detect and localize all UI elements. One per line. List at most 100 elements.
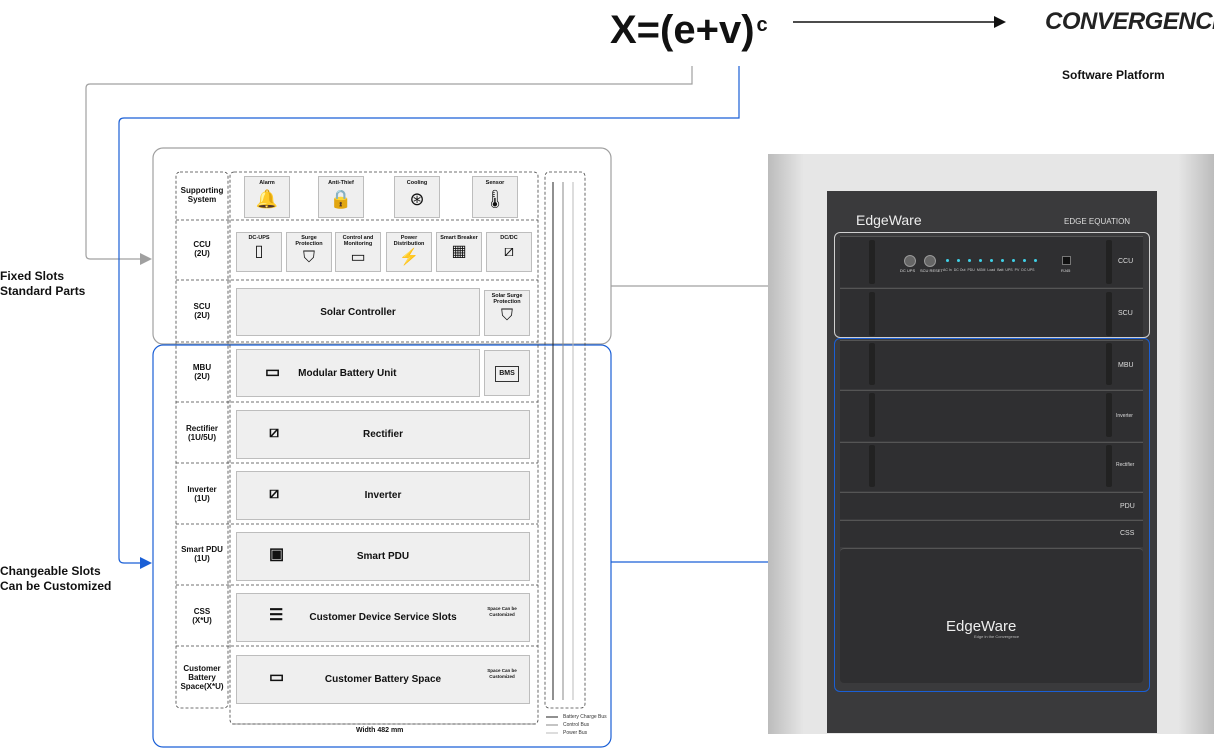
rectifier-label: Rectifier: [362, 429, 403, 440]
inverter-name: Inverter: [187, 485, 217, 494]
slot-name-supporting: Supporting System: [180, 186, 224, 204]
dcdc-label: DC/DC: [500, 235, 518, 241]
lock-icon: 🔒: [329, 189, 353, 209]
css-label: Customer Device Service Slots: [309, 612, 457, 623]
led-label: Batt: [997, 268, 1004, 272]
battery-icon: ▯: [254, 243, 264, 260]
thermometer-icon: 🌡: [483, 189, 507, 209]
solar-surge-label: Solar Surge Protection: [491, 293, 523, 305]
status-led: [1023, 259, 1026, 262]
inverter-icon: ⧄: [269, 485, 280, 502]
sensor-card: Sensor 🌡: [472, 176, 518, 218]
mbu-label: Modular Battery Unit: [298, 367, 397, 379]
solar-surge-card: Solar Surge Protection ⛉: [484, 290, 530, 336]
module-css: [840, 520, 1143, 547]
fixed-highlight: [834, 232, 1150, 338]
status-led: [1012, 259, 1015, 262]
led-label: DC UPS: [1021, 268, 1035, 272]
cbs-label: Customer Battery Space: [324, 674, 442, 685]
control-monitoring-label: Control and Monitoring: [342, 235, 374, 247]
scu-reset-button[interactable]: [924, 255, 936, 267]
cbs-note: Space Can be Customized: [487, 668, 517, 679]
changeable-highlight: [834, 338, 1150, 692]
smart-breaker-label: Smart Breaker: [440, 235, 478, 241]
rack-ear: [1106, 343, 1112, 385]
bottom-tagline: Edge in the Convergence: [974, 634, 1020, 639]
shield-bolt-icon: ⛉: [302, 249, 315, 266]
scu-size: (2U): [194, 311, 210, 320]
legend-control-bus: Control Bus: [563, 722, 590, 728]
rack-ear: [869, 343, 875, 385]
dc-ups-button[interactable]: [904, 255, 916, 267]
monitor-icon: ▭: [350, 249, 366, 266]
rectifier-box: ⧄ Rectifier: [236, 410, 530, 459]
rack-ear: [869, 240, 875, 284]
rectifier-size: (1U/5U): [187, 433, 216, 442]
rectifier-icon: ⧄: [269, 424, 280, 441]
led-label: MGM: [976, 268, 986, 272]
battery-icon: ▭: [269, 669, 285, 686]
module-pdu: [840, 492, 1143, 519]
slot-name-pdu: Smart PDU(1U): [175, 545, 229, 563]
sensor-label: Sensor: [485, 180, 505, 186]
breaker-icon: ▦: [451, 243, 467, 260]
dcdc-icon: ⧄: [503, 243, 515, 260]
module-mbu: [840, 340, 1143, 389]
rj45-port[interactable]: [1062, 256, 1071, 265]
cooling-card: Cooling⊛: [394, 176, 440, 218]
scu-name: SCU: [193, 302, 211, 311]
slot-name-inverter: Inverter(1U): [175, 485, 229, 503]
equation-formula: X=(e+v)c: [610, 8, 768, 53]
dc-ups-button-label: DC UPS: [900, 268, 916, 273]
css-note: Space Can be Customized: [487, 606, 517, 617]
module-label-rectifier: Rectifier: [1116, 462, 1135, 468]
brand-subtitle: Software Platform: [1062, 68, 1165, 82]
cbs-box: ▭ Customer Battery Space Space Can be Cu…: [236, 655, 530, 704]
legend-battery-bus: Battery Charge Bus: [563, 714, 607, 720]
led-labels: AC In DC Out PDU MGM Load Batt UPS PV DC…: [943, 268, 1035, 272]
module-label-scu: SCU: [1118, 310, 1133, 317]
module-label-ccu: CCU: [1118, 258, 1134, 265]
module-label-css: CSS: [1120, 530, 1135, 537]
surge-protection-card: Surge Protection⛉: [286, 232, 332, 272]
rack-ear: [869, 445, 875, 487]
status-led: [979, 259, 982, 262]
smart-pdu-label: Smart PDU: [356, 551, 410, 562]
css-name: CSS: [193, 607, 211, 616]
power-distribution-card: Power Distribution⚡: [386, 232, 432, 272]
slot-name-css: CSS(X*U): [175, 607, 229, 625]
control-monitoring-card: Control and Monitoring ▭: [335, 232, 381, 272]
outlet-icon: ▣: [269, 546, 285, 563]
rack-ear: [1106, 393, 1112, 437]
led-label: UPS: [1005, 268, 1013, 272]
rack-ear: [1106, 445, 1112, 487]
cooling-label: Cooling: [406, 180, 428, 186]
ccu-size: (2U): [194, 249, 210, 258]
fixed-slots-label: Fixed Slots Standard Parts: [0, 269, 85, 299]
mbu-box: ▭ Modular Battery Unit: [236, 349, 480, 397]
module-rectifier: [840, 442, 1143, 491]
slot-name-mbu: MBU(2U): [175, 363, 229, 381]
module-label-pdu: PDU: [1120, 503, 1135, 510]
smart-breaker-card: Smart Breaker ▦: [436, 232, 482, 272]
width-label: Width 482 mm: [356, 727, 404, 734]
led-label: AC In: [943, 268, 952, 272]
rack-ear: [869, 292, 875, 336]
mbu-name: MBU: [192, 363, 212, 372]
anti-thief-label: Anti-Thief: [328, 180, 354, 186]
status-led: [957, 259, 960, 262]
shield-bolt-icon: ⛉: [500, 307, 513, 324]
slot-name-scu: SCU(2U): [175, 302, 229, 320]
status-led: [1034, 259, 1037, 262]
dcdc-card: DC/DC ⧄: [486, 232, 532, 272]
changeable-label-line1: Changeable Slots: [0, 564, 101, 578]
css-box: ☰ Customer Device Service Slots Space Ca…: [236, 593, 530, 642]
rack-ear: [869, 393, 875, 437]
slot-name-rectifier: Rectifier(1U/5U): [175, 424, 229, 442]
css-size: (X*U): [192, 616, 212, 625]
module-label-mbu: MBU: [1118, 362, 1134, 369]
formula-exponent: c: [756, 14, 768, 36]
inverter-label: Inverter: [364, 490, 402, 501]
bell-icon: 🔔: [255, 189, 279, 209]
status-led: [968, 259, 971, 262]
